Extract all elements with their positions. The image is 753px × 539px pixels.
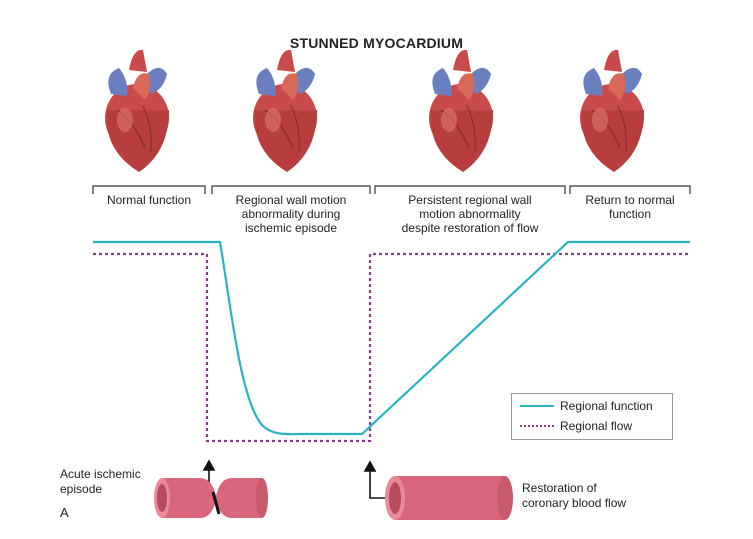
constricted-vessel	[154, 478, 268, 518]
regional-flow-line	[93, 252, 688, 443]
bracket-normal	[92, 185, 206, 194]
phase-label-persistent: Persistent regional wall motion abnormal…	[401, 193, 539, 235]
acute-episode-note: Acute ischemic episode	[60, 467, 141, 496]
legend-function-label: Regional function	[560, 399, 653, 413]
restore-arrowhead	[363, 460, 377, 472]
bracket-return	[569, 185, 691, 194]
restore-arrow	[369, 470, 386, 499]
phase-label-return: Return to normal function	[585, 193, 675, 221]
panel-letter: A	[60, 505, 69, 520]
phase-label-ischemic: Regional wall motion abnormality during …	[235, 193, 347, 235]
legend-flow-label: Regional flow	[560, 419, 633, 433]
function-swatch	[520, 405, 554, 407]
restoration-note: Restoration of coronary blood flow	[522, 481, 627, 510]
bracket-ischemic	[211, 185, 371, 194]
acute-arrowhead	[202, 459, 216, 471]
bracket-persistent	[374, 185, 566, 194]
phase-brackets	[92, 185, 691, 194]
phase-label-normal: Normal function	[106, 193, 192, 207]
open-vessel	[385, 476, 513, 520]
regional-function-line	[93, 240, 690, 436]
legend: Regional function Regional flow	[511, 393, 673, 440]
flow-swatch	[520, 425, 554, 427]
figure-title: STUNNED MYOCARDIUM	[289, 35, 464, 51]
